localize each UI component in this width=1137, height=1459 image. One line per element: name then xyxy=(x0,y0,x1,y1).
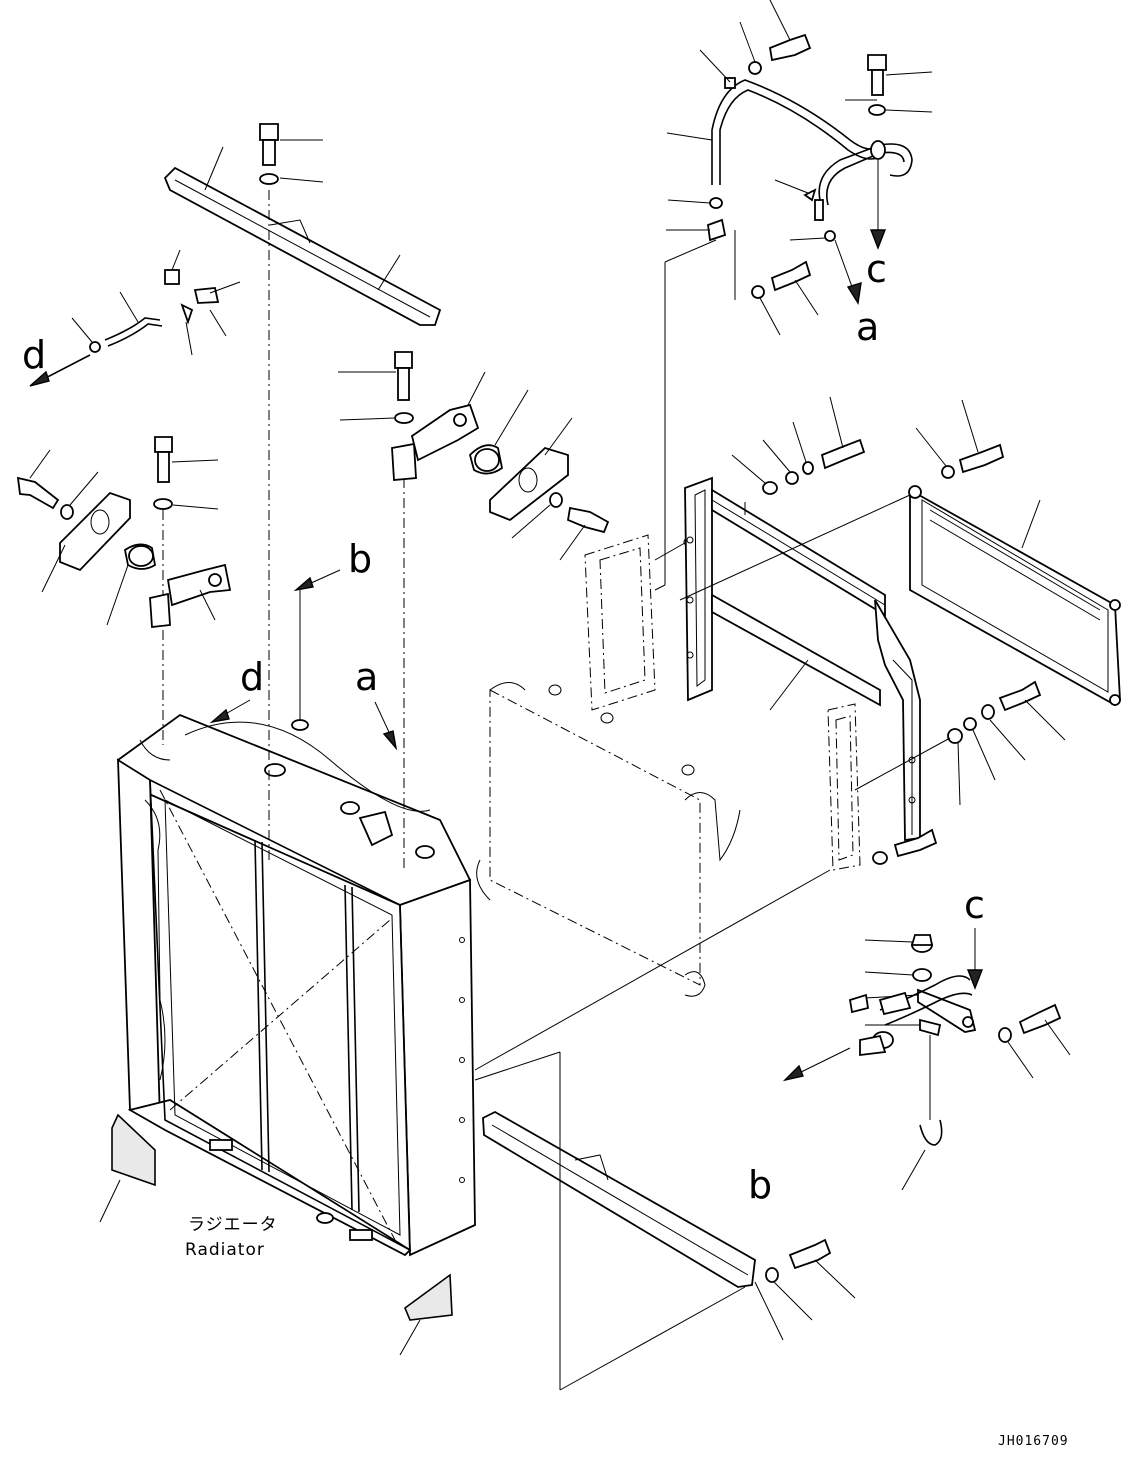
left-side-channel xyxy=(584,534,693,711)
ref-letter-a-upper: a xyxy=(856,305,879,349)
upper-left-clip-parts xyxy=(71,249,241,356)
radiator-label-en: Radiator xyxy=(185,1240,265,1260)
drawing-code: JH016709 xyxy=(998,1434,1069,1449)
radiator-label-jp: ラジエータ xyxy=(188,1215,278,1235)
left-bearing-assembly xyxy=(16,436,232,745)
ref-letter-d-upper: d xyxy=(22,333,46,377)
ref-letter-b-center: b xyxy=(348,537,372,581)
radiator-assembly xyxy=(116,713,476,1257)
lower-pipe-bracket xyxy=(848,934,1071,1191)
ref-letter-c-upper: c xyxy=(866,247,887,291)
main-frame xyxy=(684,476,921,842)
frame-top-fasteners xyxy=(731,396,1005,495)
bottom-mounting-bar xyxy=(474,1051,856,1391)
bottom-pad-right xyxy=(404,1273,453,1321)
condenser-panel xyxy=(679,485,1121,707)
top-bolt xyxy=(259,123,324,860)
shroud-panel xyxy=(474,682,831,1071)
ref-letter-a-center: a xyxy=(355,655,378,699)
ref-letter-d-center: d xyxy=(240,655,264,699)
frame-side-fasteners xyxy=(854,680,1066,865)
ref-letter-c-lower: c xyxy=(964,883,985,927)
center-bearing-assembly xyxy=(338,351,610,870)
hose-assembly xyxy=(654,0,933,591)
top-mounting-bar xyxy=(163,146,442,326)
bottom-pad-left xyxy=(111,1113,156,1187)
ref-letter-b-lower: b xyxy=(748,1163,772,1207)
right-side-channel xyxy=(827,703,861,871)
